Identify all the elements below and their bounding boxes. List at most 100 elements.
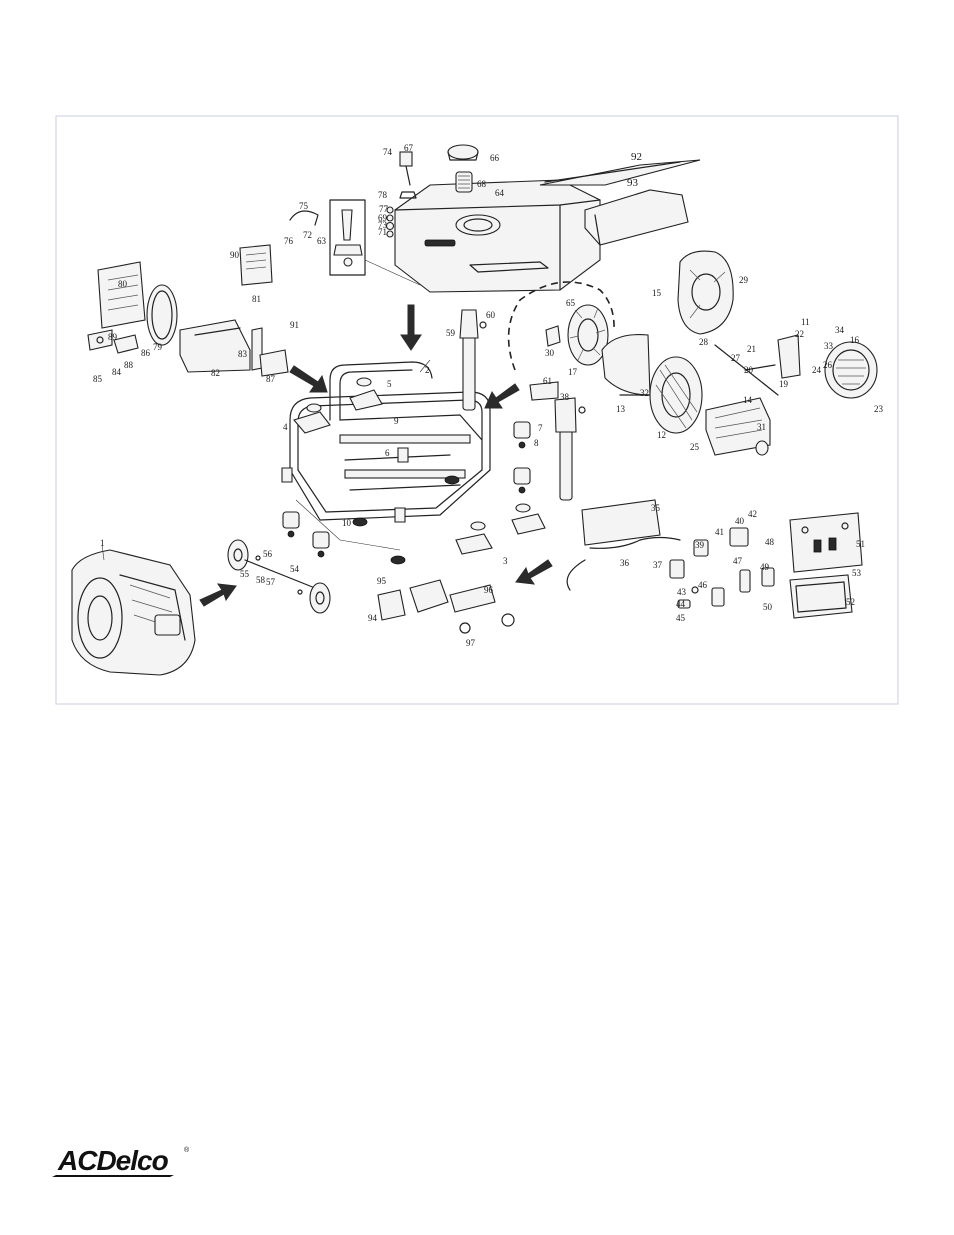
callout: 73 bbox=[378, 220, 388, 230]
callout: 5 bbox=[387, 379, 392, 389]
callout: 76 bbox=[284, 236, 294, 246]
callout: 37 bbox=[653, 560, 663, 570]
air-filter-group bbox=[87, 244, 289, 377]
callout: 34 bbox=[835, 325, 845, 335]
callout: 14 bbox=[743, 395, 753, 405]
callout: 43 bbox=[677, 587, 687, 597]
callout: 87 bbox=[266, 374, 276, 384]
engine-group bbox=[71, 544, 196, 676]
callout: 7 bbox=[538, 423, 543, 433]
callout: 90 bbox=[230, 250, 240, 260]
callout: 38 bbox=[560, 392, 570, 402]
callout: 72 bbox=[303, 230, 312, 240]
callout: 22 bbox=[795, 329, 804, 339]
callout: 56 bbox=[263, 549, 273, 559]
callout: 30 bbox=[545, 348, 555, 358]
flywheel-group bbox=[507, 281, 615, 371]
callout: 28 bbox=[699, 337, 709, 347]
callout: 50 bbox=[763, 602, 773, 612]
callout: 93 bbox=[627, 177, 639, 189]
callout: 77 bbox=[379, 204, 389, 214]
callout: 29 bbox=[739, 275, 749, 285]
fuel-tank-group bbox=[385, 144, 601, 293]
callout: 80 bbox=[118, 279, 128, 289]
callout: 9 bbox=[394, 416, 399, 426]
callout: 36 bbox=[620, 558, 630, 568]
callout: 60 bbox=[486, 310, 496, 320]
callout: 42 bbox=[748, 509, 757, 519]
callout: 21 bbox=[747, 344, 756, 354]
callout: 11 bbox=[801, 317, 810, 327]
callout: 89 bbox=[108, 332, 118, 342]
callout: 74 bbox=[383, 147, 393, 157]
callout: 68 bbox=[477, 179, 487, 189]
callout-labels: 1 2 3 4 5 6 7 8 9 10 11 12 13 14 15 16 1… bbox=[93, 143, 884, 648]
callout: 46 bbox=[698, 580, 708, 590]
direction-arrows bbox=[199, 304, 553, 607]
callout: 48 bbox=[765, 537, 775, 547]
callout: 12 bbox=[657, 430, 666, 440]
callout: 55 bbox=[240, 569, 250, 579]
callout: 17 bbox=[568, 367, 578, 377]
callout: 67 bbox=[404, 143, 414, 153]
callout: 31 bbox=[757, 422, 766, 432]
registered-mark: ® bbox=[184, 1146, 190, 1154]
callout: 24 bbox=[812, 365, 822, 375]
diagram-frame bbox=[55, 115, 899, 705]
callout: 19 bbox=[779, 379, 789, 389]
starter-group bbox=[377, 579, 515, 634]
callout: 86 bbox=[141, 348, 151, 358]
callout: 71 bbox=[378, 227, 387, 237]
heat-shield-group bbox=[539, 159, 701, 246]
callout: 54 bbox=[290, 564, 300, 574]
callout: 49 bbox=[760, 562, 770, 572]
callout: 64 bbox=[495, 188, 505, 198]
callout: 41 bbox=[715, 527, 724, 537]
end-housing-group bbox=[677, 250, 878, 399]
callout: 57 bbox=[266, 577, 276, 587]
callout: 33 bbox=[824, 341, 834, 351]
callout: 51 bbox=[856, 539, 865, 549]
callout: 61 bbox=[543, 376, 552, 386]
callout: 39 bbox=[695, 540, 705, 550]
callout: 65 bbox=[566, 298, 576, 308]
fuel-valve-group bbox=[289, 199, 421, 286]
callout: 95 bbox=[377, 576, 387, 586]
callout: 26 bbox=[823, 360, 833, 370]
callout: 94 bbox=[368, 613, 378, 623]
callout: 83 bbox=[238, 349, 248, 359]
callout: 75 bbox=[299, 201, 309, 211]
exploded-parts-diagram: 1 2 3 4 5 6 7 8 9 10 11 12 13 14 15 16 1… bbox=[55, 115, 899, 705]
callout: 66 bbox=[490, 153, 500, 163]
callout: 52 bbox=[846, 597, 855, 607]
callout: 63 bbox=[317, 236, 327, 246]
callout: 3 bbox=[503, 556, 508, 566]
callout: 8 bbox=[534, 438, 539, 448]
callout: 97 bbox=[466, 638, 476, 648]
callout: 10 bbox=[342, 518, 352, 528]
callout: 58 bbox=[256, 575, 266, 585]
callout: 69 bbox=[378, 213, 388, 223]
callout: 40 bbox=[735, 516, 745, 526]
callout: 96 bbox=[484, 585, 494, 595]
callout: 2 bbox=[425, 365, 430, 375]
callout: 91 bbox=[290, 320, 299, 330]
callout: 92 bbox=[631, 151, 642, 163]
callout: 35 bbox=[651, 503, 661, 513]
handles-group bbox=[459, 309, 586, 501]
callout: 88 bbox=[124, 360, 134, 370]
callout: 6 bbox=[385, 448, 390, 458]
callout: 53 bbox=[852, 568, 862, 578]
callout: 23 bbox=[874, 404, 884, 414]
callout: 13 bbox=[616, 404, 626, 414]
wheel-kit-group bbox=[227, 539, 331, 614]
callout: 79 bbox=[153, 342, 163, 352]
brand-logo-text: ACDelco bbox=[57, 1145, 169, 1176]
callout: 20 bbox=[744, 365, 754, 375]
callout: 25 bbox=[690, 442, 700, 452]
callout: 32 bbox=[640, 388, 649, 398]
control-panel-group bbox=[566, 499, 863, 619]
callout: 85 bbox=[93, 374, 103, 384]
callout: 47 bbox=[733, 556, 743, 566]
callout: 81 bbox=[252, 294, 261, 304]
